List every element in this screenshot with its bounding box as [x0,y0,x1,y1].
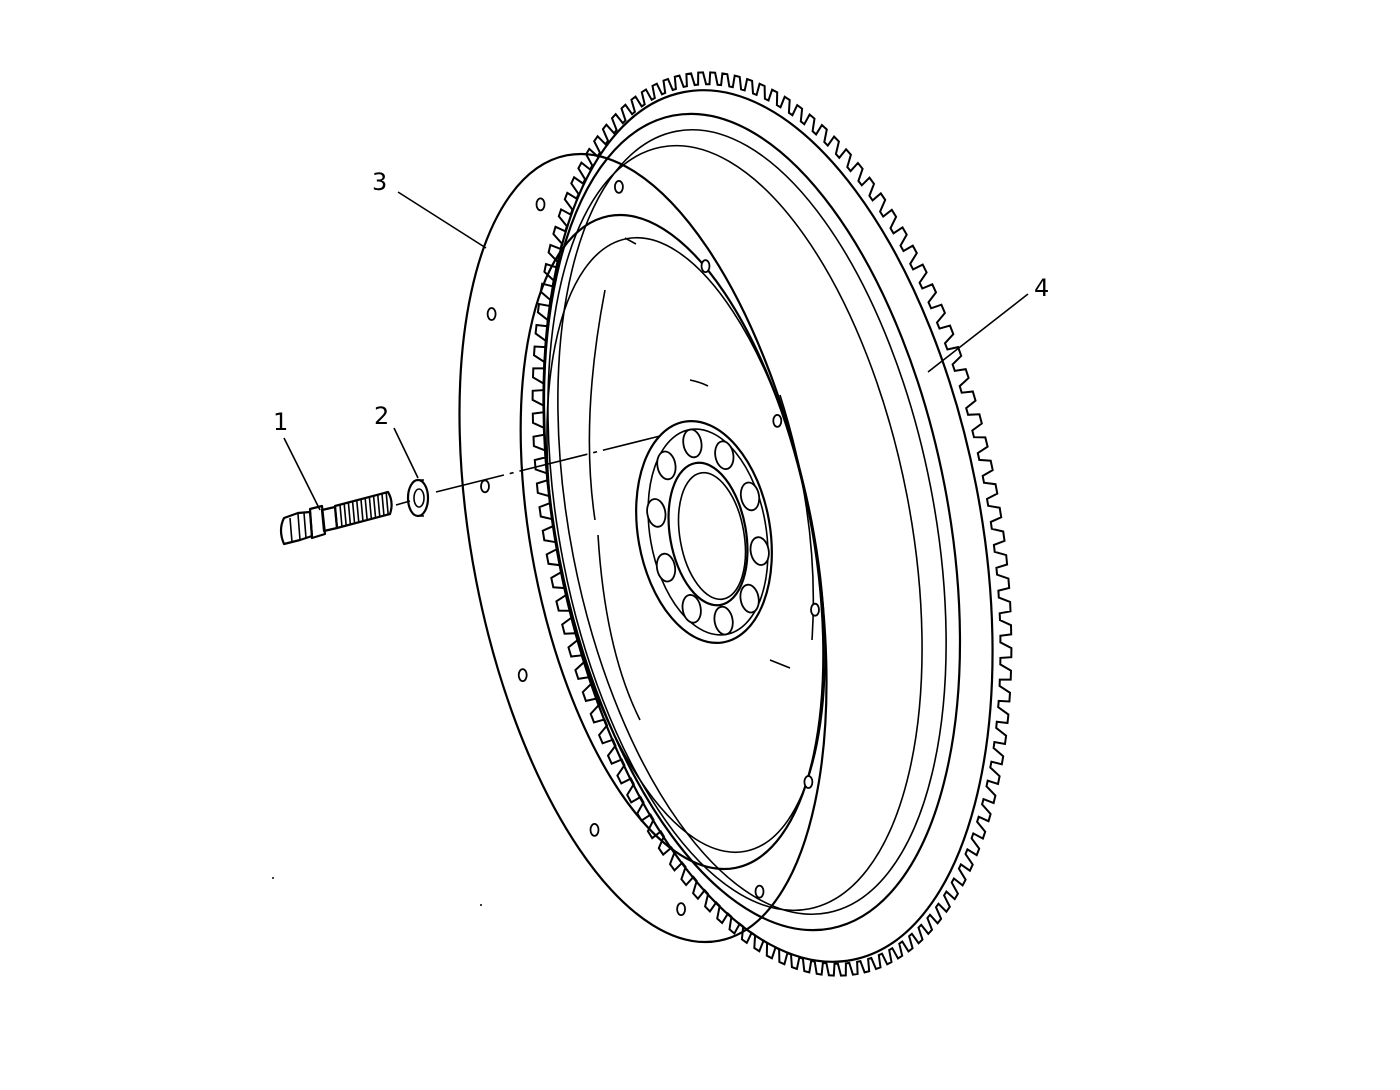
crank-bolt-hole [682,428,703,459]
washer-outer [406,478,430,518]
washer-inner [413,488,425,508]
flywheel-back-rim [542,112,962,932]
housing-bolt-hole [772,413,783,428]
leader-4 [927,293,1029,373]
scan-speck [272,877,274,879]
flywheel-recess-shading [624,237,637,245]
flywheel-recess-shading [769,659,791,669]
crank-bolt-hole [713,605,734,636]
flywheel-back-rim-inner [557,128,947,916]
flywheel-bolt-circle-edge [519,213,825,871]
housing-bolt-hole [480,479,490,494]
callout-2: 2 [374,402,389,430]
flywheel-recess-shading [588,289,606,521]
bolt-head [279,510,314,546]
housing-bolt-hole [700,259,711,274]
bolt [279,490,393,546]
leader-2 [393,427,419,479]
crank-hub-bore-inner [677,471,747,601]
bolt-head-flats [289,512,307,543]
crank-bolt-hole [714,440,735,470]
crank-hub-outer [635,420,773,644]
housing-bolt-hole [810,602,820,617]
housing-bolt-hole [517,668,528,682]
housing-bolt-hole [754,884,765,899]
flywheel-recess-shading [689,379,709,387]
flywheel-step-edge [547,144,923,912]
housing-bolt-holes [480,179,820,916]
housing-bolt-hole [486,307,497,321]
ring-gear-teeth [531,71,1013,977]
callout-4: 4 [1034,274,1049,302]
leader-3 [397,191,487,249]
crank-bolt-hole [739,583,760,614]
crank-bolt-hole [681,594,702,624]
washer-edge [418,479,424,517]
crank-bolt-hole [749,536,770,566]
washer [406,478,430,518]
housing-bolt-hole [676,902,686,916]
crank-bolt-holes [646,428,770,636]
crank-bolt-hole [646,498,667,528]
callout-1: 1 [273,408,288,436]
housing-bolt-hole [614,179,624,194]
bolt-thread-body [333,490,393,530]
flywheel-recess-shading [597,534,641,721]
scan-speck [480,904,482,906]
crank-bolt-hole [655,552,677,583]
callout-3: 3 [372,168,387,196]
crank-hub-bore [667,461,749,607]
housing-bolt-hole [589,823,600,837]
flywheel [458,112,962,944]
housing-bolt-hole [803,775,814,789]
housing-bolt-hole [535,197,546,212]
bolt-threads [339,492,389,528]
assembly-centerline-short [395,500,411,506]
crank-bolt-hole [656,450,677,481]
leader-1 [283,437,321,511]
ring-gear [531,71,1013,977]
assembly-centerline [435,435,661,493]
crank-bolt-hole [739,481,761,512]
